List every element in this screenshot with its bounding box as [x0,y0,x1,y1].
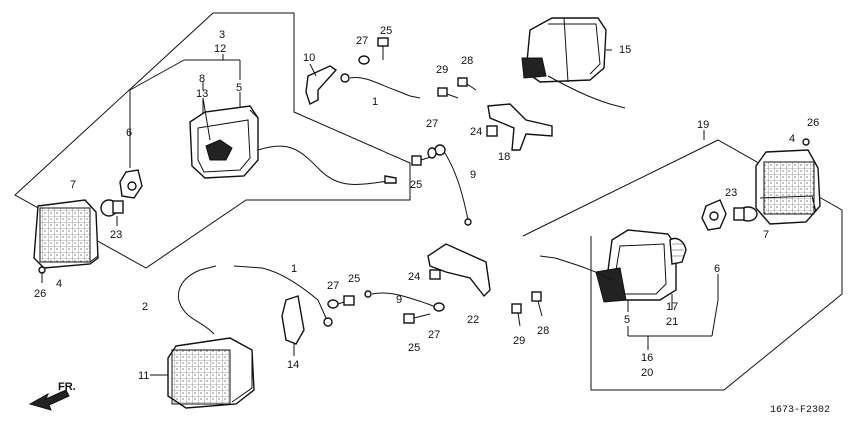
bolt-29-top [437,87,459,99]
callout-16: 16 [641,352,653,364]
callout-5: 5 [236,82,242,94]
callout-23b: 23 [725,187,737,199]
callout-13: 13 [196,88,208,100]
bolt-25-top [377,37,389,60]
callout-28: 28 [461,55,473,67]
callout-25c: 25 [348,273,360,285]
screw-26-right [802,138,810,146]
callout-27c: 27 [327,280,339,292]
bolt-28-top [457,77,477,91]
right-turn-signal-lens [755,149,821,225]
lower-left-turn-signal [150,337,255,409]
callout-25d: 25 [408,342,420,354]
callout-labels: 3 12 8 5 13 6 7 23 4 26 2 10 27 25 1 27 … [34,25,819,382]
callout-29b: 29 [513,335,525,347]
callout-7b: 7 [763,229,769,241]
callout-14: 14 [287,359,299,371]
callout-7: 7 [70,179,76,191]
callout-9b: 9 [396,294,402,306]
cable-1-lower [178,265,333,335]
rear-right-assembly-frame [522,139,843,391]
callout-25b: 25 [410,179,422,191]
callout-9: 9 [470,169,476,181]
washer-27-middle [427,147,437,159]
callout-1b: 1 [291,263,297,275]
forward-direction-arrow-icon [28,389,70,411]
callout-28b: 28 [537,325,549,337]
bolt-25-lower-b [403,313,431,324]
bolt-28-lower [531,291,543,317]
diagram-code: 1673-F2302 [770,405,830,416]
bulb-23-right [733,206,758,222]
callout-5b: 5 [624,314,630,326]
callout-24b: 24 [408,271,420,283]
direction-label: FR. [58,381,76,393]
bracket-22 [427,243,491,298]
callout-27: 27 [356,35,368,47]
callout-19: 19 [697,119,709,131]
callout-2: 2 [142,301,148,313]
callout-8: 8 [199,73,205,85]
left-turn-signal-lens [33,199,99,269]
bracket-18 [487,103,553,151]
bolt-29-lower [511,303,522,327]
bolt-25-lower-a [337,295,355,306]
callout-15: 15 [619,44,631,56]
bracket-14 [281,295,305,356]
callout-6b: 6 [714,263,720,275]
callout-11: 11 [138,370,149,382]
callout-23: 23 [110,229,122,241]
rear-housing-15 [521,17,626,109]
callout-20: 20 [641,367,653,379]
callout-6: 6 [126,127,132,139]
cable-9-top [434,144,472,226]
callout-25: 25 [380,25,392,37]
callout-27d: 27 [428,329,440,341]
callout-22: 22 [467,314,479,326]
callout-10: 10 [303,52,315,64]
bracket-10 [305,63,338,105]
bulb-23-left [100,199,124,226]
nut-24-top [486,125,498,137]
callout-12: 12 [214,43,226,55]
washer-27-lower-a [327,299,339,309]
washer-27-lower-b [433,302,445,312]
callout-26b: 26 [807,117,819,129]
callout-21: 21 [666,316,678,328]
washer-27-top [358,55,370,65]
callout-17: 17 [666,301,678,313]
cable-1-top [340,73,421,99]
callout-18: 18 [498,151,510,163]
callout-27b: 27 [426,118,438,130]
right-turn-signal-housing [539,229,687,303]
cable-9-lower [364,290,439,309]
callout-4: 4 [56,278,62,290]
callout-26: 26 [34,288,46,300]
callout-29: 29 [436,64,448,76]
screw-26-left [38,266,46,283]
socket-6-right [701,199,727,231]
callout-24: 24 [470,126,482,138]
callout-4b: 4 [789,133,795,145]
nut-24-lower [429,269,441,280]
callout-3: 3 [219,29,225,41]
left-turn-signal-housing [189,97,397,185]
socket-6-left [119,138,143,199]
group-leader-lines-right [627,130,719,350]
callout-1: 1 [372,96,378,108]
